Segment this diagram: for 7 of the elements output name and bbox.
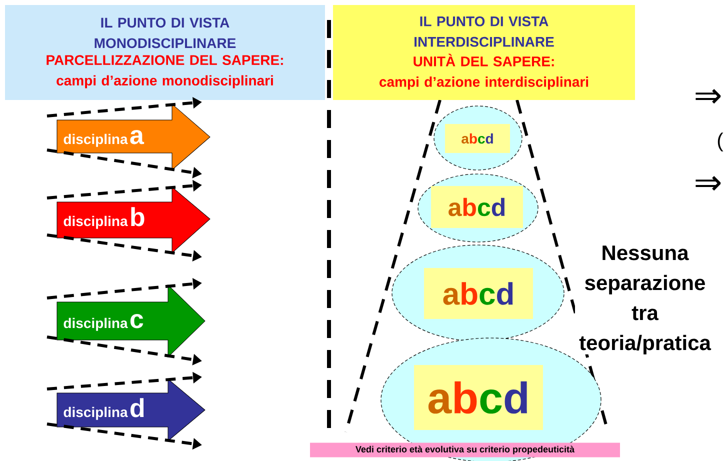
note-box: Vedi criterio età evolutiva su criterio propedeuticità [310,442,620,458]
header-box: IL PUNTO DI VISTA INTERDISCIPLINARE UNITÀ DEL SAPERE: campi d’azione interdisciplinari [333,5,635,100]
implies-symbol: ⇒ [696,89,721,104]
parenthesis: ( [718,132,724,152]
implies-symbol: ⇒ [696,176,721,191]
header-box: IL PUNTO DI VISTA MONODISCIPLINARE PARCELLIZZAZIONE DEL SAPERE: campi d’azione monodisciplinari [5,5,325,100]
statement-text: Nessuna separazione tra teoria/pratica [575,246,715,354]
